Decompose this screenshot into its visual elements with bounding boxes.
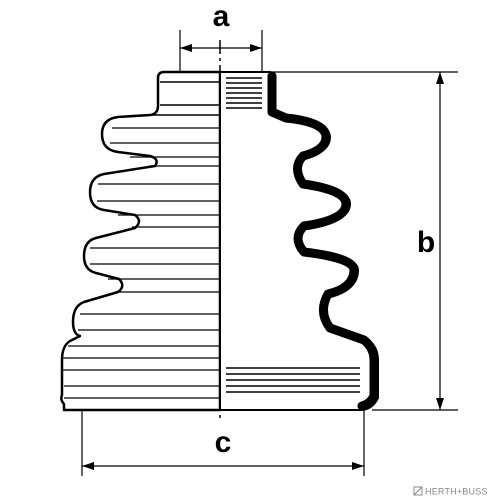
dimension-a-arrow-right [250,44,262,52]
large-collar-grooves [226,367,360,393]
boot-section-wall [267,71,379,411]
boot-outer-left-outline [60,70,222,412]
dimension-a-arrow-left [180,44,192,52]
herth-buss-watermark: HERTH+BUSS [413,486,488,497]
dimension-c-arrow-left [82,462,94,470]
top-collar-grooves [226,77,262,109]
dimension-c-label: c [215,426,232,459]
dimension-b-arrow-bottom [436,398,444,410]
dimension-b-label: b [417,226,435,259]
dimension-a-label: a [213,0,230,33]
dimension-c-arrow-right [352,462,364,470]
watermark-logo-icon [413,486,423,496]
watermark-logo-icon-mark [413,486,423,496]
dimension-b-arrow-top [436,72,444,84]
watermark-text: HERTH+BUSS [425,487,488,497]
